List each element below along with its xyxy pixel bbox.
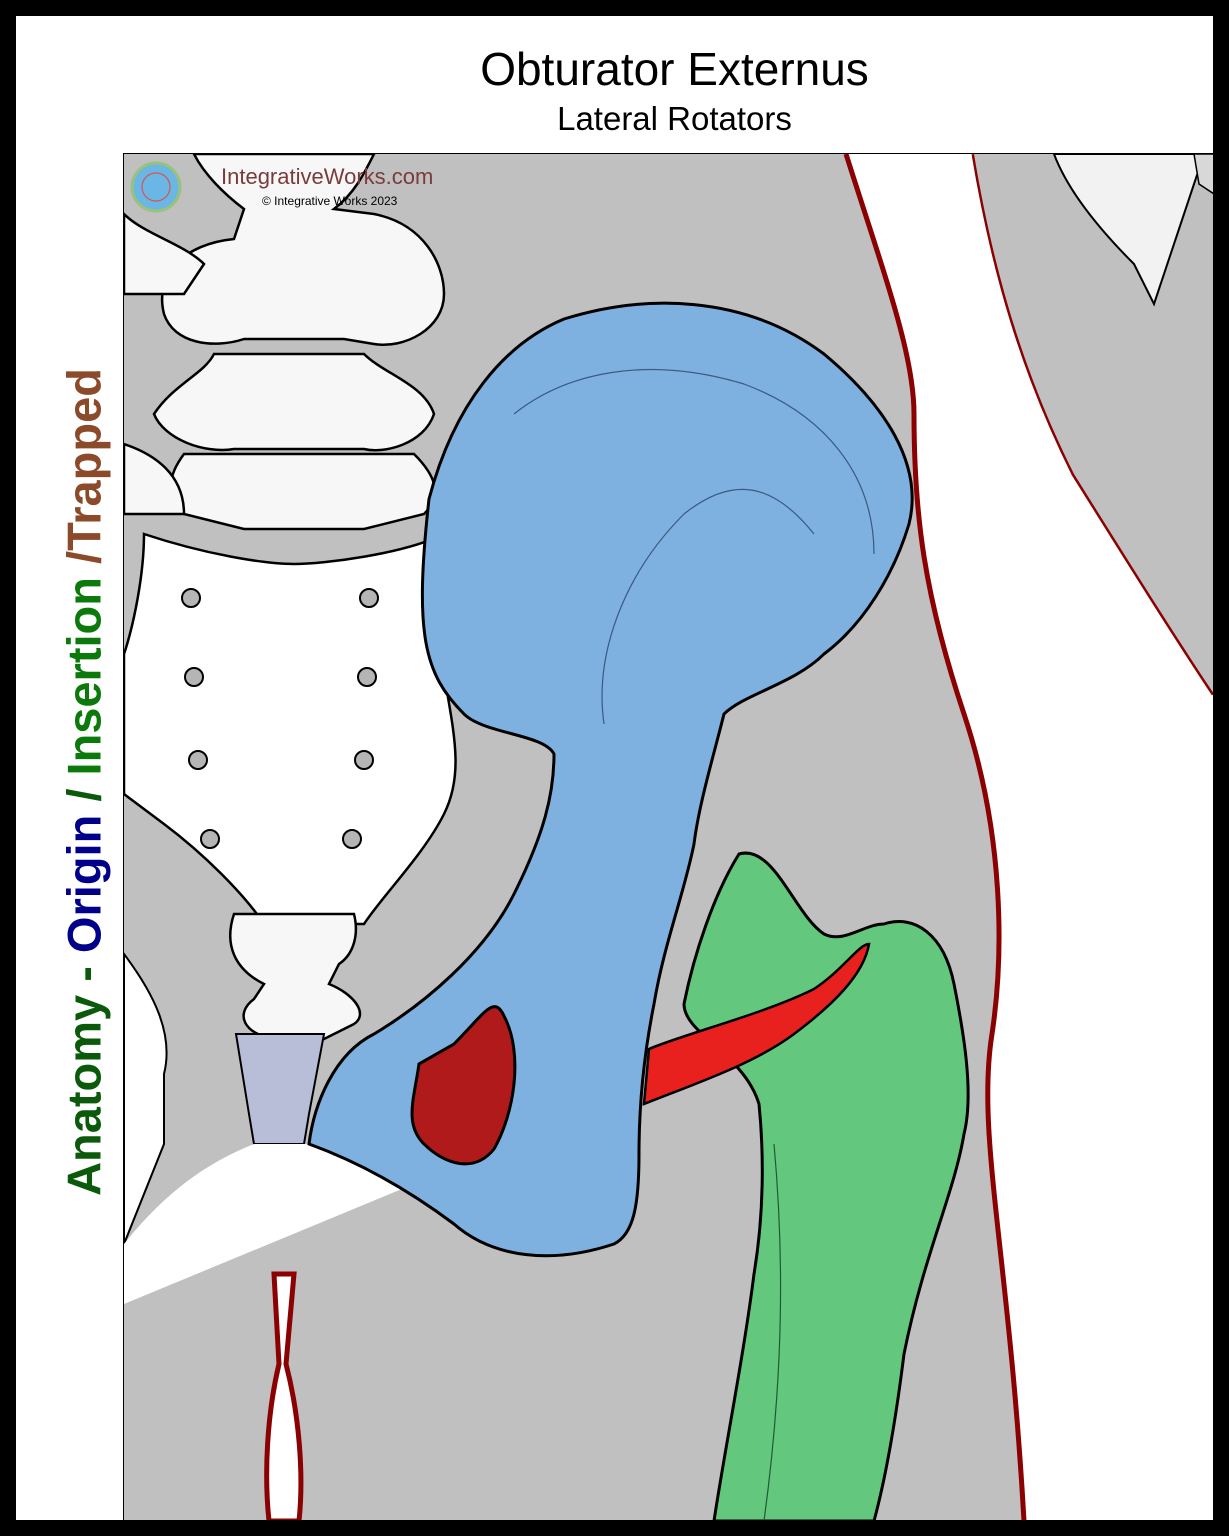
sacrum (124, 532, 457, 926)
obturator-externus-origin (410, 1005, 517, 1166)
anatomy-illustration: IntegrativeWorks.com © Integrative Works… (123, 153, 1213, 1520)
left-white-region (124, 952, 168, 1245)
label-origin: Origin (57, 814, 111, 954)
logo-inner-icon (141, 172, 171, 202)
body-outline-right (843, 154, 1027, 1520)
femur-shaft-line (763, 1143, 782, 1520)
label-sep-2: / (57, 550, 111, 578)
label-trapped: Trapped (57, 368, 111, 551)
page-title: Obturator Externus (480, 43, 869, 95)
poster-frame: Obturator Externus Lateral Rotators Anat… (16, 16, 1213, 1520)
ilium-line (601, 488, 815, 725)
sacral-foramina (181, 588, 379, 849)
iliac-crest-line (513, 369, 875, 555)
label-sep-1: / (57, 775, 111, 815)
label-anatomy: Anatomy - (57, 953, 111, 1196)
watermark-copyright: © Integrative Works 2023 (262, 194, 398, 208)
wrist-bone (1193, 154, 1213, 195)
lower-white-region (124, 1144, 414, 1304)
lumbar-spine (124, 154, 446, 531)
watermark-site: IntegrativeWorks.com (221, 164, 434, 189)
logo-icon (130, 161, 182, 213)
femur-insertion (682, 851, 970, 1520)
obturator-externus-muscle (642, 942, 871, 1106)
coccyx (229, 912, 362, 1041)
label-insertion: Insertion (57, 577, 111, 776)
page-subtitle: Lateral Rotators (557, 100, 792, 137)
side-label: Anatomy - Origin / Insertion /Trapped (57, 368, 112, 1196)
hip-bone-origin (307, 301, 914, 1258)
anatomy-drawing (124, 154, 1213, 1520)
leg-outline (264, 1271, 304, 1520)
hand-bones (1052, 154, 1206, 307)
